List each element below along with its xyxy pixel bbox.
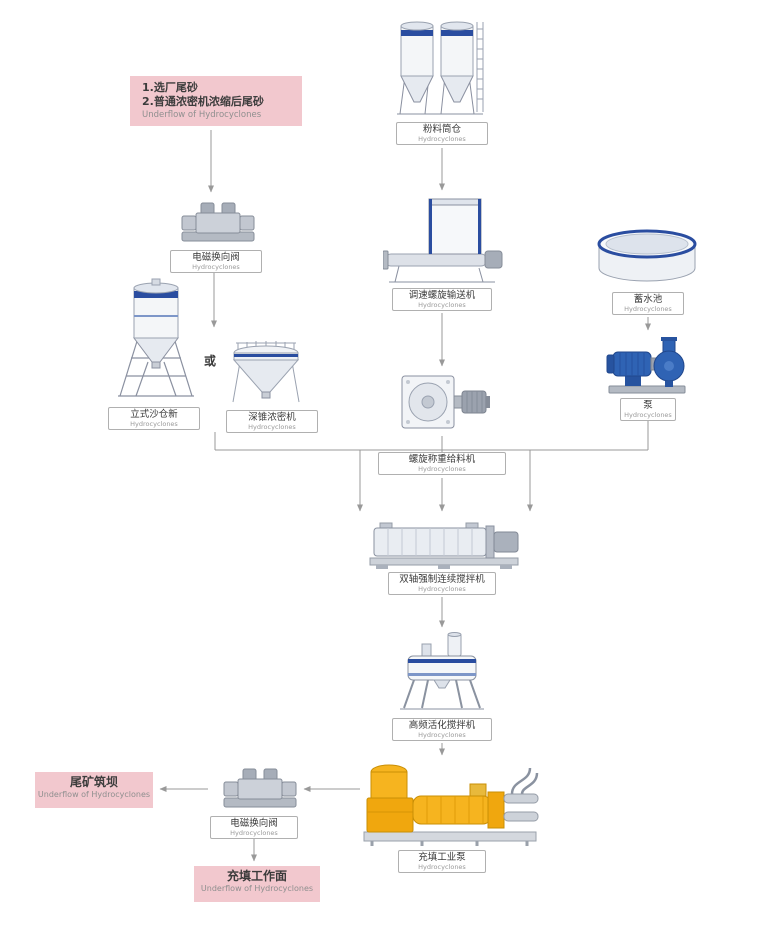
label-solenoid-valve2-sub: Hydrocyclones: [230, 828, 278, 837]
label-deep-cone-sub: Hydrocyclones: [248, 422, 296, 431]
filling-workface-title: 充填工作面: [226, 869, 287, 883]
label-deep-cone-thickener: 深锥浓密机 Hydrocyclones: [226, 410, 318, 434]
solenoid-valve2-graphic: [222, 766, 298, 812]
label-water-pool: 蓄水池 Hydrocyclones: [612, 292, 684, 316]
label-solenoid-valve1-text: 电磁换向阀: [192, 252, 240, 263]
label-pump-text: 泵: [643, 400, 653, 411]
pump-graphic: [605, 334, 689, 396]
label-hf-mixer: 高频活化搅拌机 Hydrocyclones: [392, 718, 492, 742]
tailings-dam-box: 尾矿筑坝 Underflow of Hydrocyclones: [35, 772, 153, 808]
label-screw-conveyor-sub: Hydrocyclones: [418, 300, 466, 309]
label-weigh-feeder-sub: Hydrocyclones: [418, 464, 466, 473]
label-water-pool-text: 蓄水池: [633, 294, 663, 305]
vertical-silo-graphic: [112, 278, 196, 404]
hf-mixer-graphic: [398, 632, 486, 716]
source-box: 1.选厂尾砂 2.普通浓密机浓缩后尾砂 Underflow of Hydrocy…: [130, 76, 302, 126]
label-twin-shaft-mixer: 双轴强制连续搅拌机 Hydrocyclones: [388, 572, 496, 596]
label-screw-conveyor-text: 调速螺旋输送机: [408, 290, 476, 301]
label-deep-cone-text: 深锥浓密机: [248, 412, 296, 423]
label-hf-mixer-sub: Hydrocyclones: [418, 730, 466, 739]
label-vertical-silo-sub: Hydrocyclones: [130, 419, 178, 428]
label-filling-pump: 充填工业泵 Hydrocyclones: [398, 850, 486, 874]
screw-conveyor-graphic: [383, 196, 505, 284]
label-solenoid-valve1-sub: Hydrocyclones: [192, 262, 240, 271]
deep-cone-thickener-graphic: [228, 338, 304, 408]
label-pump: 泵 Hydrocyclones: [620, 398, 676, 422]
powder-silo-graphic: [395, 14, 485, 119]
label-solenoid-valve2-text: 电磁换向阀: [230, 818, 278, 829]
label-vertical-silo: 立式沙仓新 Hydrocyclones: [108, 407, 200, 431]
source-line2: 2.普通浓密机浓缩后尾砂: [142, 95, 264, 109]
rotary-feeder-graphic: [398, 372, 490, 434]
label-hf-mixer-text: 高频活化搅拌机: [408, 720, 476, 731]
or-label: 或: [204, 354, 217, 368]
label-powder-silo: 粉料筒仓 Hydrocyclones: [396, 122, 488, 146]
label-powder-silo-text: 粉料筒仓: [422, 124, 461, 135]
label-filling-pump-text: 充填工业泵: [418, 852, 466, 863]
filling-workface-subtitle: Underflow of Hydrocyclones: [200, 884, 314, 893]
water-pool-graphic: [597, 226, 697, 288]
filling-workface-box: 充填工作面 Underflow of Hydrocyclones: [194, 866, 320, 902]
filling-pump-graphic: [362, 760, 544, 848]
label-weigh-feeder-text: 螺旋称重给料机: [408, 454, 476, 465]
tailings-dam-subtitle: Underflow of Hydrocyclones: [37, 790, 151, 799]
label-solenoid-valve1: 电磁换向阀 Hydrocyclones: [170, 250, 262, 274]
source-subtitle: Underflow of Hydrocyclones: [142, 109, 262, 120]
twin-shaft-mixer-graphic: [366, 518, 526, 570]
source-line1: 1.选厂尾砂: [142, 81, 198, 94]
label-pump-sub: Hydrocyclones: [624, 410, 672, 419]
label-screw-conveyor: 调速螺旋输送机 Hydrocyclones: [392, 288, 492, 312]
label-twin-shaft-mixer-sub: Hydrocyclones: [418, 584, 466, 593]
label-twin-shaft-mixer-text: 双轴强制连续搅拌机: [399, 574, 485, 585]
label-vertical-silo-text: 立式沙仓新: [130, 409, 178, 420]
label-powder-silo-sub: Hydrocyclones: [418, 134, 466, 143]
label-weigh-feeder: 螺旋称重给料机 Hydrocyclones: [378, 452, 506, 476]
solenoid-valve1-graphic: [180, 200, 256, 246]
tailings-dam-title: 尾矿筑坝: [69, 775, 118, 789]
label-solenoid-valve2: 电磁换向阀 Hydrocyclones: [210, 816, 298, 840]
label-water-pool-sub: Hydrocyclones: [624, 304, 672, 313]
label-filling-pump-sub: Hydrocyclones: [418, 862, 466, 871]
